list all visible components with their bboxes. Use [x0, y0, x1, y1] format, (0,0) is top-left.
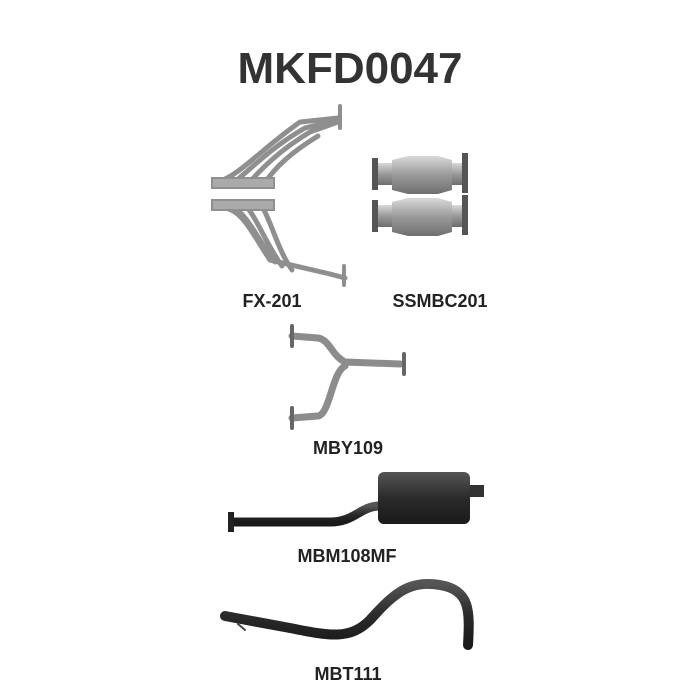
headers-fx201 — [211, 104, 348, 287]
part-label-mby109: MBY109 — [312, 438, 384, 458]
y-pipe-mby109 — [288, 324, 406, 430]
part-label-fx201: FX-201 — [242, 291, 302, 311]
part-label-mbm108mf: MBM108MF — [297, 546, 397, 566]
kit-title: MKFD0047 — [237, 44, 463, 93]
muffler-mbm108mf — [228, 472, 484, 532]
tailpipe-mbt111 — [220, 579, 474, 650]
part-label-mbt111: MBT111 — [314, 664, 382, 684]
part-label-ssmbc201: SSMBC201 — [392, 291, 488, 311]
catalytic-converters-ssmbc201 — [372, 153, 468, 236]
